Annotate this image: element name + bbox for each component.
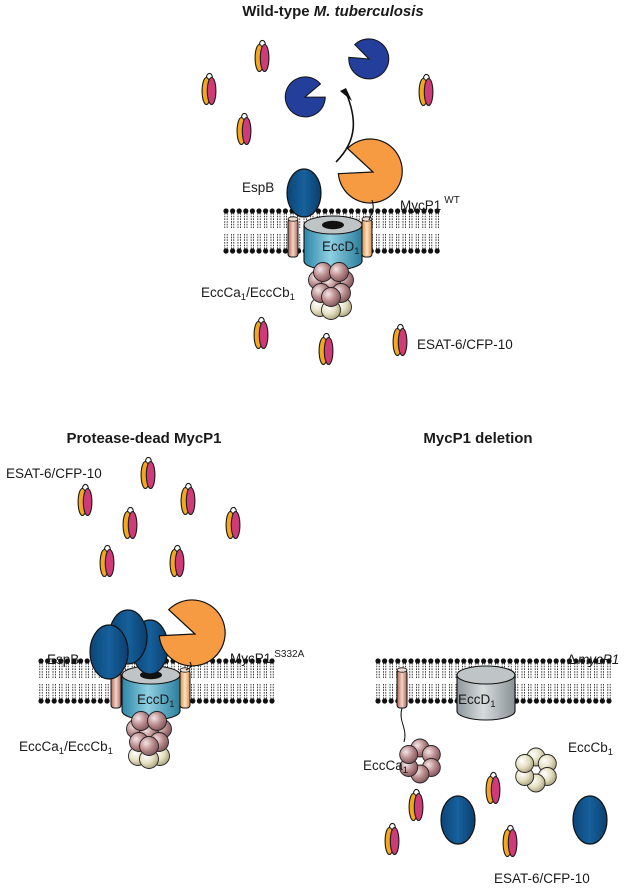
del-esat-dimer-4 (502, 824, 518, 858)
wt-mycp1-tm-helix (361, 216, 373, 258)
wt-ecc-complex (308, 262, 354, 320)
wt-mycp1-linker (368, 199, 374, 221)
wt-secretion-arrow (335, 94, 355, 163)
wt-esat-dimer-6 (318, 332, 334, 366)
pd-eccd1-label: EccD1 (137, 692, 175, 710)
pd-mycp1 (158, 599, 226, 667)
wt-esat-label: ESAT-6/CFP-10 (417, 337, 513, 352)
pd-ecc-complex (126, 711, 172, 769)
pd-esat-label: ESAT-6/CFP-10 (6, 466, 102, 481)
del-eccd1-label: EccD1 (458, 692, 496, 710)
wt-cleaved-espb-2 (342, 32, 396, 86)
del-espb-2 (572, 795, 608, 845)
pd-esat-dimer-7 (169, 544, 185, 578)
pd-mycp1-linker (185, 661, 192, 671)
wt-esat-dimer-1 (254, 39, 270, 73)
wt-esat-dimer-3 (418, 73, 434, 107)
del-esat-dimer-2 (485, 771, 501, 805)
del-ecccb1-ring (515, 747, 557, 793)
del-ecca-linker (400, 707, 406, 743)
del-eccb-label: EccCb1 (568, 740, 613, 758)
del-esat-label: ESAT-6/CFP-10 (494, 871, 590, 886)
del-esat-dimer-1 (408, 788, 424, 822)
wt-esat-dimer-4 (236, 112, 252, 146)
del-eccd1 (456, 665, 516, 721)
wt-ecca-label: EccCa1/EccCb1 (201, 285, 295, 303)
pd-ecca-label: EccCa1/EccCb1 (19, 739, 113, 757)
wt-arrowhead (340, 88, 352, 101)
protein-shapes (77, 32, 608, 858)
wildtype-title: Wild-type M. tuberculosis (242, 3, 424, 20)
wt-ecca-tm-helix (287, 216, 299, 258)
protease-dead-title: Protease-dead MycP1 (66, 430, 221, 447)
pd-mycp1-tm-helix (179, 667, 191, 709)
del-ecca-tm-helix (396, 667, 408, 709)
wt-mycp1 (337, 138, 403, 204)
del-eccca1-ring (399, 738, 441, 784)
pd-espb-1 (89, 624, 129, 680)
wt-espb-label: EspB (242, 180, 274, 195)
pd-esat-dimer-2 (77, 483, 93, 517)
pd-esat-dimer-1 (140, 456, 156, 490)
wt-cleaved-espb-1 (279, 71, 331, 124)
wt-esat-dimer-2 (201, 72, 217, 106)
wt-esat-dimer-5 (253, 316, 269, 350)
wt-esat-dimer-7 (392, 323, 408, 357)
pd-esat-dimer-6 (99, 544, 115, 578)
pd-espb-label: EspB (47, 652, 79, 667)
wt-espb (286, 168, 322, 218)
del-ecca-label: EccCa1 (363, 758, 408, 776)
del-espb-1 (440, 795, 476, 845)
wt-eccd1-label: EccD1 (322, 239, 360, 257)
pd-esat-dimer-4 (122, 506, 138, 540)
pd-esat-dimer-3 (180, 482, 196, 516)
deletion-title: MycP1 deletion (423, 430, 532, 447)
del-esat-dimer-3 (384, 822, 400, 856)
pd-esat-dimer-5 (225, 506, 241, 540)
